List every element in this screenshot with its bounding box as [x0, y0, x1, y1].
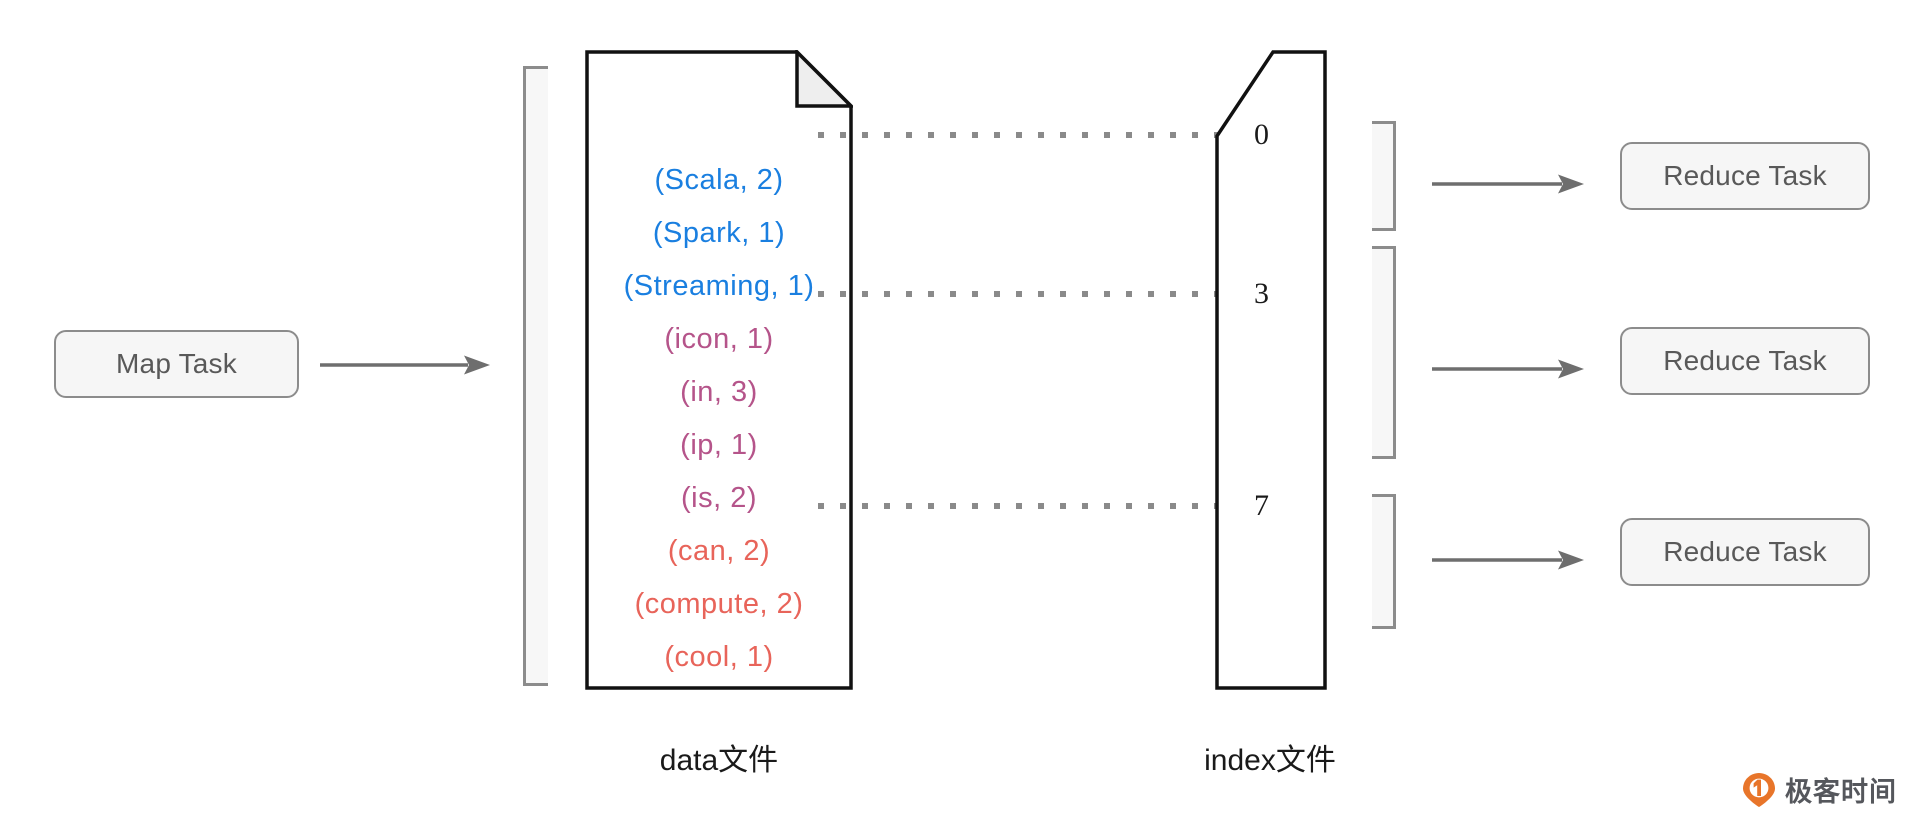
data-file-shape [585, 50, 853, 690]
index-file-offsets: 0 3 7 [1209, 50, 1327, 690]
reduce-task-label-2: Reduce Task [1663, 536, 1827, 567]
watermark-text: 极客时间 [1785, 777, 1897, 807]
data-entry-2: (Streaming, 1) [623, 270, 815, 302]
index-file-caption: index文件 [1204, 744, 1336, 777]
arrow-to-reduce-task-0 [1432, 174, 1584, 194]
index-offset-2: 7 [1254, 489, 1269, 522]
reduce-task-box-0[interactable]: Reduce Task [1620, 142, 1870, 210]
index-file-shape [1209, 50, 1327, 690]
reduce-partition-bracket-0 [1372, 121, 1396, 231]
data-entry-9: (cool, 1) [664, 641, 774, 673]
dotted-connector-3 [818, 291, 1238, 297]
reduce-partition-bracket-2 [1372, 494, 1396, 629]
data-entry-6: (is, 2) [681, 482, 757, 514]
index-offset-1: 3 [1254, 277, 1269, 310]
map-task-label: Map Task [116, 348, 237, 379]
dotted-connector-0 [818, 132, 1238, 138]
data-entry-4: (in, 3) [680, 376, 758, 408]
map-task-box[interactable]: Map Task [54, 330, 299, 398]
reduce-task-box-2[interactable]: Reduce Task [1620, 518, 1870, 586]
data-entry-8: (compute, 2) [634, 588, 804, 620]
geektime-logo-icon [1743, 772, 1775, 807]
reduce-task-label-0: Reduce Task [1663, 160, 1827, 191]
map-output-bracket [523, 66, 548, 686]
data-entry-0: (Scala, 2) [654, 164, 784, 196]
reduce-task-box-1[interactable]: Reduce Task [1620, 327, 1870, 395]
data-entry-7: (can, 2) [667, 535, 771, 567]
data-entry-1: (Spark, 1) [652, 217, 786, 249]
data-file-caption: data文件 [659, 744, 779, 777]
data-entry-3: (icon, 1) [664, 323, 774, 355]
watermark: 极客时间 [1742, 770, 1897, 809]
data-file-entries: (Scala, 2) (Spark, 1) (Streaming, 1) (ic… [585, 50, 853, 690]
dotted-connector-7 [818, 503, 1238, 509]
index-offset-0: 0 [1254, 118, 1269, 151]
data-entry-5: (ip, 1) [680, 429, 758, 461]
reduce-partition-bracket-1 [1372, 246, 1396, 459]
reduce-task-label-1: Reduce Task [1663, 345, 1827, 376]
arrow-map-to-data [320, 355, 490, 375]
arrow-to-reduce-task-1 [1432, 359, 1584, 379]
arrow-to-reduce-task-2 [1432, 550, 1584, 570]
